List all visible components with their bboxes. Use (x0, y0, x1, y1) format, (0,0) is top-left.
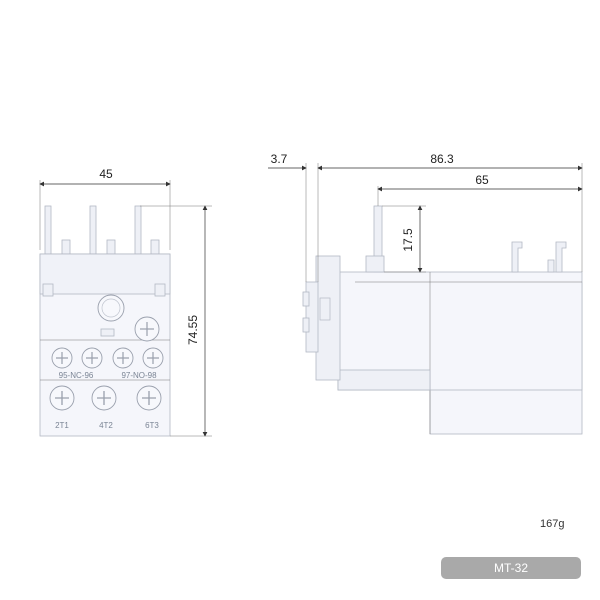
overall-depth-dim-label: 86.3 (430, 152, 454, 166)
front-pin-2 (89, 205, 97, 255)
front-height-dimension: 74.55 (140, 205, 212, 437)
front-tab (106, 239, 116, 255)
front-view: 95-NC-96 97-NO-98 2T1 4T2 6T3 (39, 205, 171, 437)
side-overall-dimension: 3.7 86.3 (268, 152, 583, 282)
trip-indicator (100, 328, 115, 337)
front-top-band (39, 253, 171, 295)
aux-terminal-label-2: 97-NO-98 (121, 371, 157, 380)
side-hook-2 (555, 241, 567, 273)
front-pin-1 (44, 205, 52, 255)
main-screw-row (49, 385, 162, 411)
side-pin-dimension: 17.5 (382, 205, 426, 273)
main-terminal-label-2: 4T2 (99, 421, 113, 430)
front-width-dimension: 45 (39, 167, 171, 250)
model-badge: MT-32 (441, 557, 581, 579)
pin-height-dim-label: 17.5 (401, 228, 415, 252)
main-terminal-label-3: 6T3 (145, 421, 159, 430)
side-hook-1 (511, 241, 523, 273)
height-dim-label: 74.55 (186, 315, 200, 345)
offset-dim-label: 3.7 (271, 152, 288, 166)
width-dim-label: 45 (99, 167, 113, 181)
front-tab (61, 239, 71, 255)
front-pin-3 (134, 205, 142, 255)
weight-label: 167g (540, 518, 565, 530)
aux-terminal-label-1: 95-NC-96 (59, 371, 94, 380)
aux-screw-row (51, 347, 164, 369)
side-body-dimension: 65 (377, 173, 583, 206)
front-tab (150, 239, 160, 255)
body-depth-dim-label: 65 (475, 173, 489, 187)
main-terminal-label-1: 2T1 (55, 421, 69, 430)
side-terminal-block (315, 255, 341, 381)
side-view (302, 205, 583, 435)
